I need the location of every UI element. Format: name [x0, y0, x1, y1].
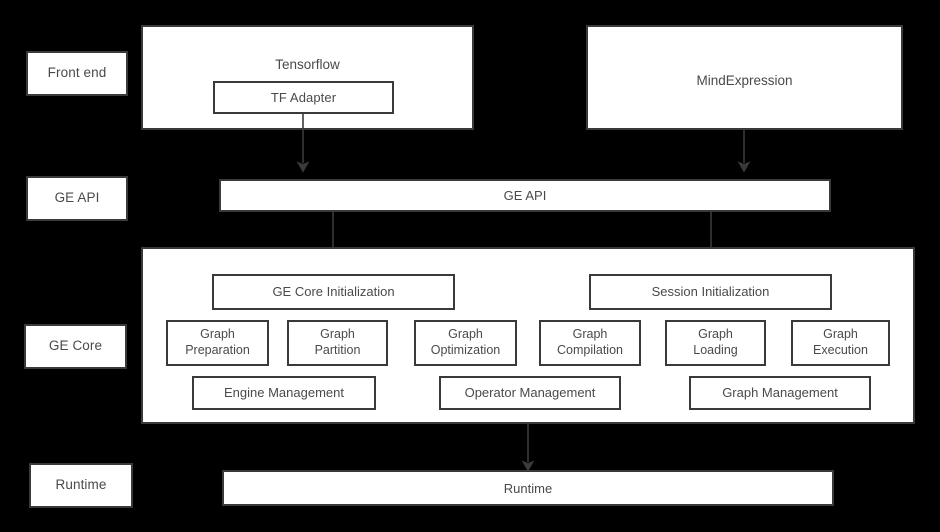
runtime-bar[interactable]: Runtime — [222, 470, 834, 506]
module-graph-optimization[interactable]: Graph Optimization — [414, 320, 517, 366]
mindexpression-container: MindExpression — [586, 25, 903, 130]
management-engine[interactable]: Engine Management — [192, 376, 376, 410]
session-initialization-box[interactable]: Session Initialization — [589, 274, 832, 310]
mindexpression-title: MindExpression — [696, 73, 793, 88]
tensorflow-title: Tensorflow — [275, 57, 340, 72]
module-graph-loading[interactable]: Graph Loading — [665, 320, 766, 366]
module-graph-preparation[interactable]: Graph Preparation — [166, 320, 269, 366]
management-operator[interactable]: Operator Management — [439, 376, 621, 410]
module-graph-compilation[interactable]: Graph Compilation — [539, 320, 641, 366]
ge-core-initialization-box[interactable]: GE Core Initialization — [212, 274, 455, 310]
stage-label-ge-core: GE Core — [24, 324, 127, 369]
stage-label-front-end: Front end — [26, 51, 128, 96]
stage-label-ge-api: GE API — [26, 176, 128, 221]
module-graph-partition[interactable]: Graph Partition — [287, 320, 388, 366]
module-graph-execution[interactable]: Graph Execution — [791, 320, 890, 366]
stage-label-runtime: Runtime — [29, 463, 133, 508]
tensorflow-container: Tensorflow — [141, 25, 474, 130]
management-graph[interactable]: Graph Management — [689, 376, 871, 410]
ge-api-bar[interactable]: GE API — [219, 179, 831, 212]
tf-adapter-box[interactable]: TF Adapter — [213, 81, 394, 114]
